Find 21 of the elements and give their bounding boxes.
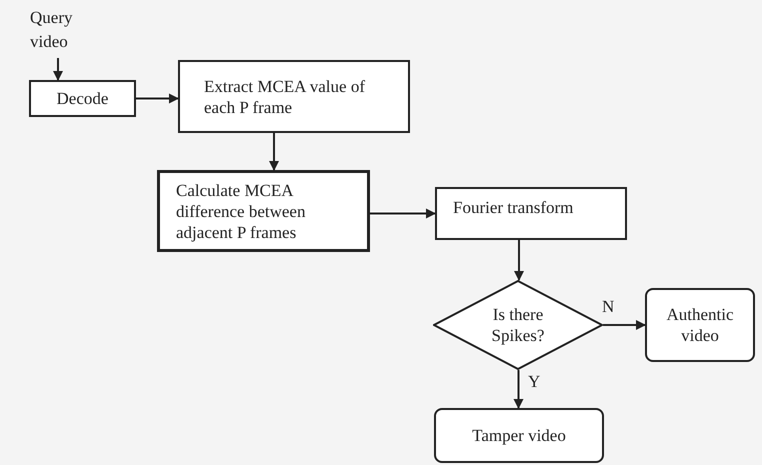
node-text: Is there Spikes?	[490, 304, 546, 346]
terminal-box	[645, 288, 755, 362]
process-box	[178, 60, 410, 133]
node-text: Tamper video	[472, 425, 566, 446]
arrow	[53, 58, 63, 81]
terminal-box	[434, 408, 604, 463]
arrow	[136, 94, 179, 104]
node-text: Extract MCEA value of each P frame	[204, 76, 366, 118]
node-text: Decode	[56, 88, 108, 109]
arrow	[603, 320, 646, 330]
arrow	[514, 370, 524, 409]
process-box	[435, 187, 627, 240]
node-text: Authentic video	[665, 304, 735, 346]
node-text: Fourier transform	[453, 197, 574, 218]
arrow	[269, 133, 279, 171]
process-box	[29, 80, 136, 117]
arrow	[514, 240, 524, 281]
process-box	[157, 170, 370, 252]
node-text: Calculate MCEA difference between adjacent P frames	[176, 180, 306, 242]
node-label: Query video	[30, 6, 86, 58]
arrow	[370, 208, 436, 218]
